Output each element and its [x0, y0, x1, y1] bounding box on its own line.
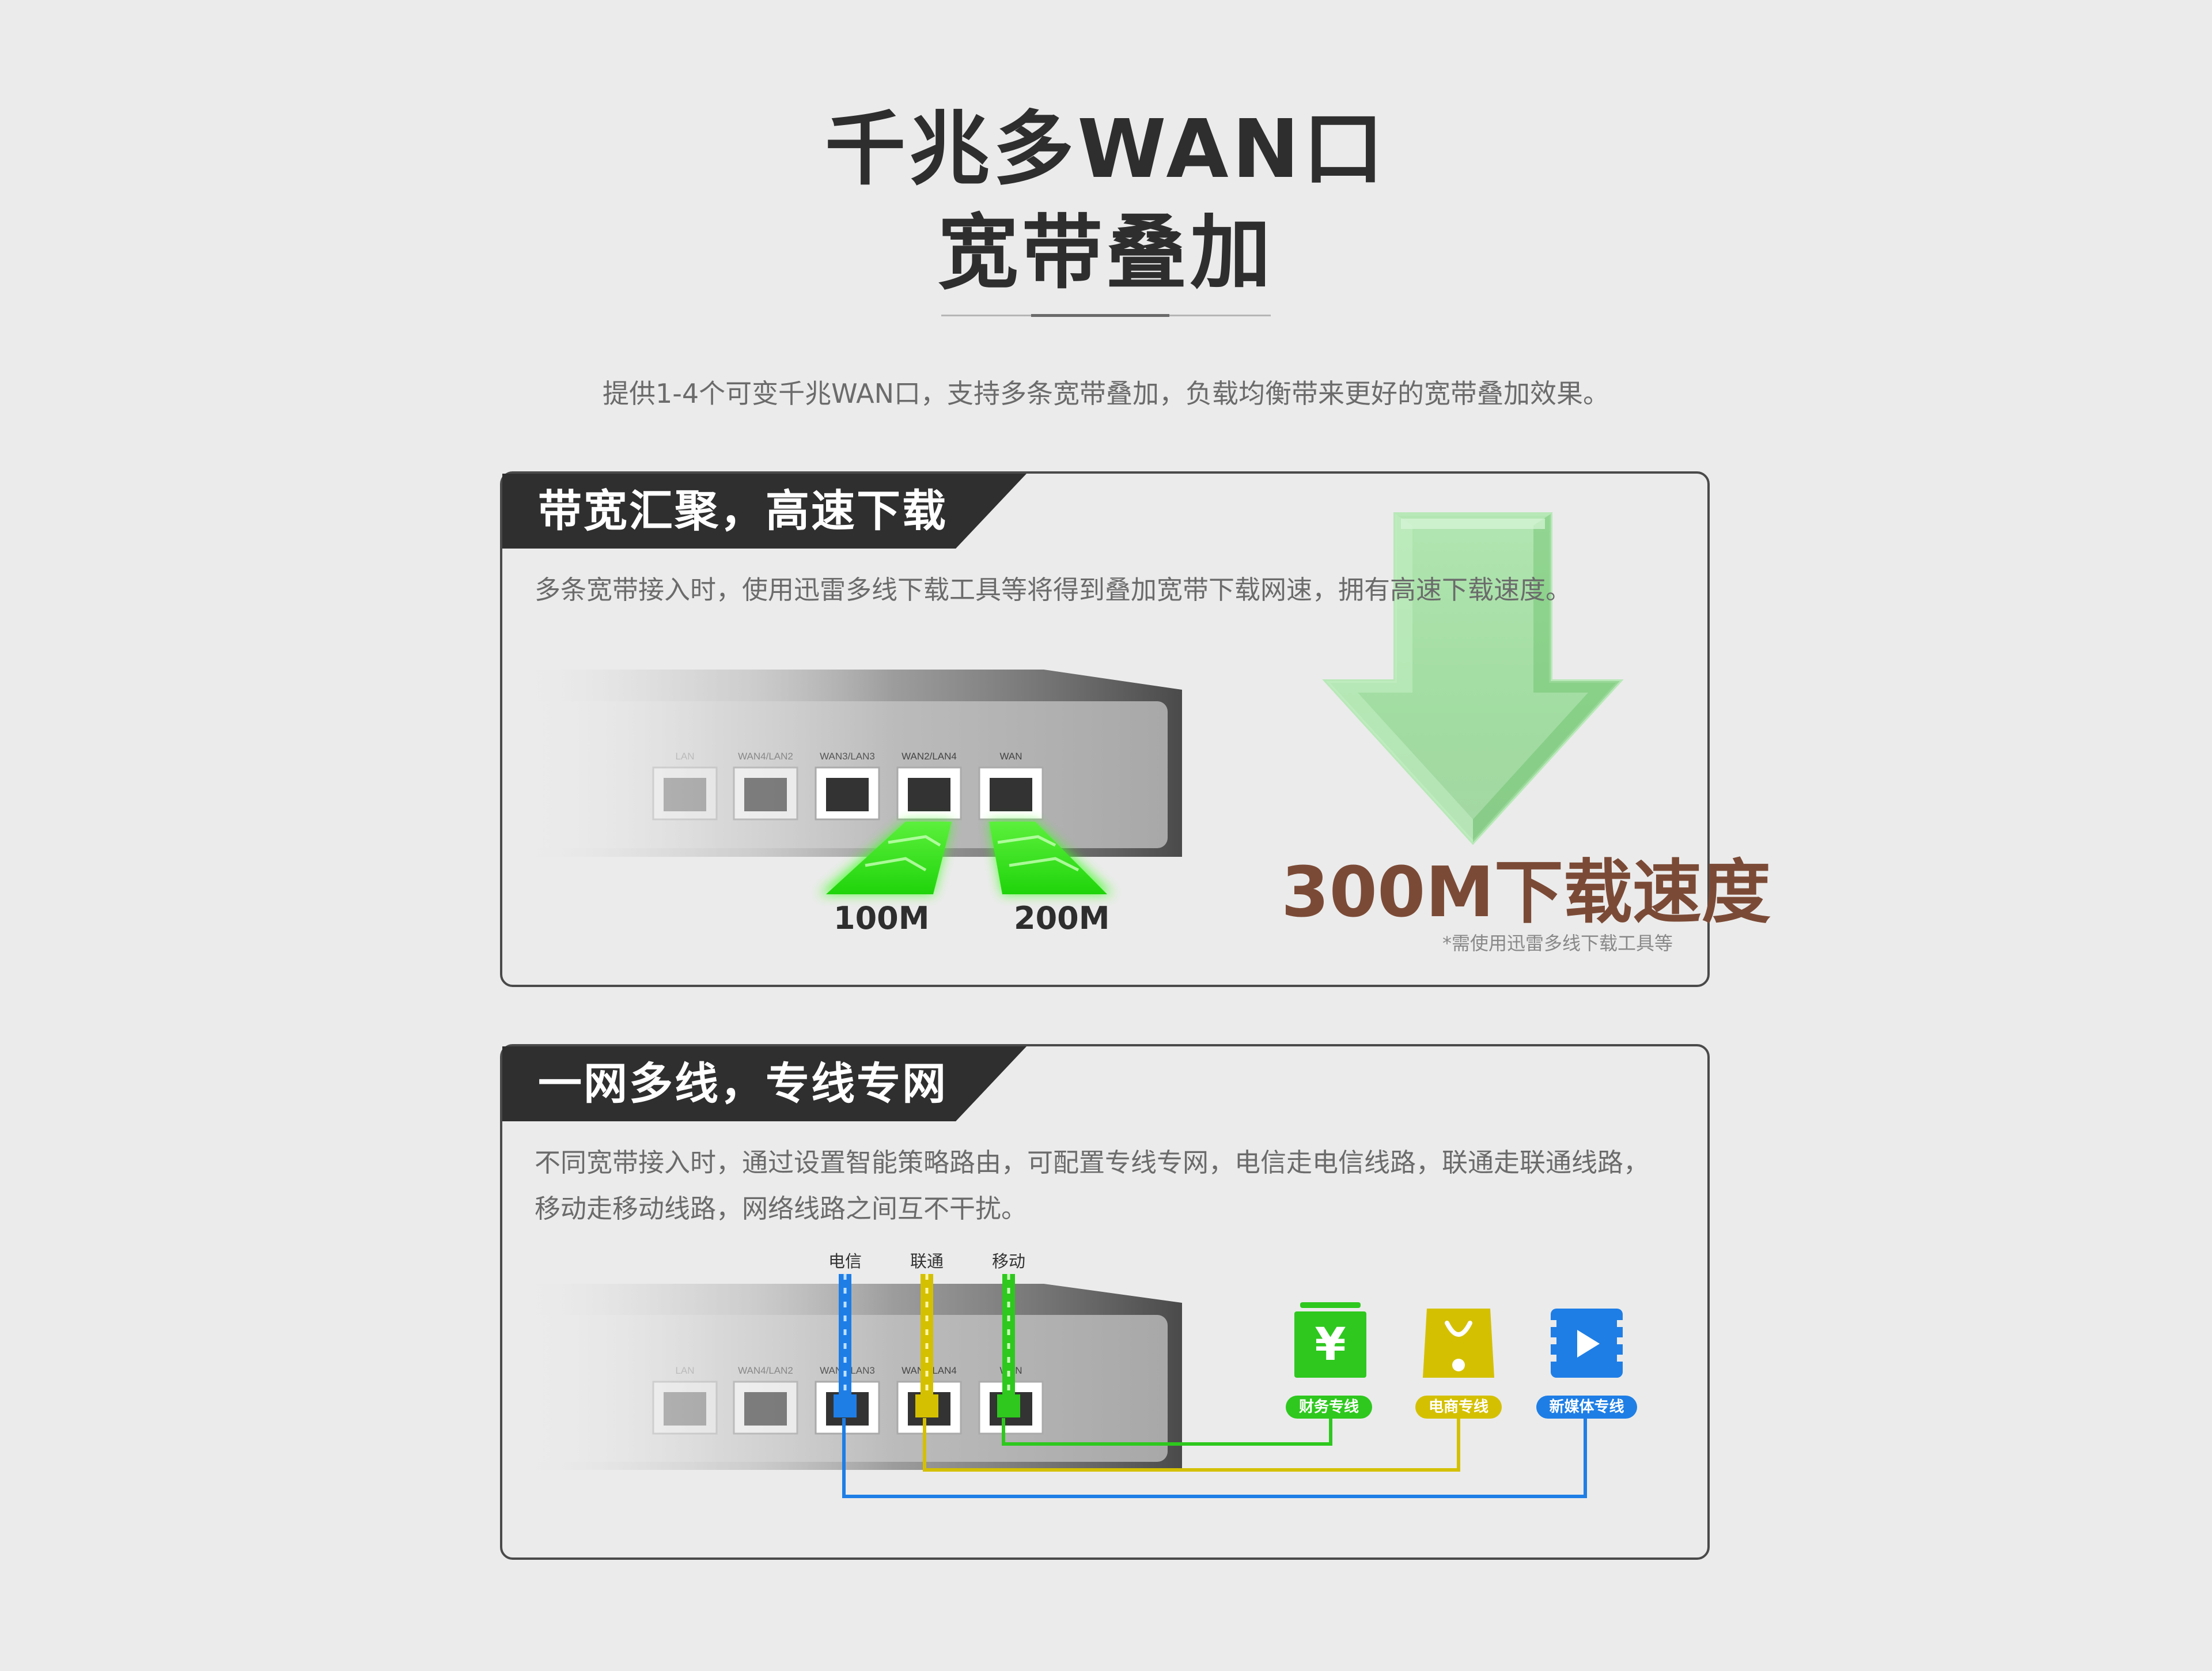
bandwidth-aggregation-panel: LAN WAN4/LAN2 WAN3/LAN3 WAN2/LAN4 WAN 带宽…	[500, 471, 1771, 987]
port-wan4-lan2	[733, 766, 798, 821]
route-ecommerce	[923, 1409, 1460, 1472]
total-speed-note: *需使用迅雷多线下载工具等	[1442, 932, 1673, 954]
port-label-wan2: WAN2/LAN4	[902, 751, 957, 762]
panel2-description-line2: 移动走移动线路，网络线路之间互不干扰。	[535, 1193, 1028, 1224]
panel2-description: 不同宽带接入时，通过设置智能策略路由，可配置专线专网，电信走电信线路，联通走联通…	[535, 1140, 1687, 1232]
port-lan	[652, 1381, 718, 1435]
beam-100m	[819, 822, 952, 894]
port-wan2-lan4	[896, 766, 962, 821]
beam-200m	[989, 822, 1113, 894]
isp-label-liantong: 联通	[910, 1252, 944, 1271]
finance-icon	[1294, 1302, 1366, 1378]
yuan-icon: ¥	[1315, 1319, 1346, 1371]
isp-label-dianxin: 电信	[828, 1252, 862, 1271]
aggregation-scene: LAN WAN4/LAN2 WAN3/LAN3 WAN2/LAN4 WAN	[520, 512, 1624, 894]
port-label-wan: WAN	[999, 751, 1022, 762]
ecommerce-pill	[1415, 1396, 1502, 1419]
page-subtitle: 提供1-4个可变千兆WAN口，支持多条宽带叠加，负载均衡带来更好的宽带叠加效果。	[603, 378, 1609, 409]
port-label-lan: LAN	[675, 1365, 694, 1376]
page-title-line2: 宽带叠加	[937, 206, 1274, 300]
port-label-lan: LAN	[675, 751, 694, 762]
dedicated-line-panel: LAN WAN4/LAN2 WAN3/LAN3 WAN2/LAN4 WAN	[500, 1044, 1710, 1560]
title-divider-accent	[1031, 314, 1169, 317]
router-ports	[652, 766, 1044, 821]
route-finance	[1002, 1409, 1332, 1446]
port-wan	[978, 766, 1044, 821]
route-newmedia	[842, 1409, 1587, 1498]
panel2-tab	[502, 1046, 1027, 1121]
label-newmedia-line: 新媒体专线	[1549, 1398, 1624, 1416]
shopping-bag-icon	[1423, 1309, 1494, 1378]
port-lan	[652, 766, 718, 821]
port-label-wan4: WAN4/LAN2	[738, 1365, 793, 1376]
port-wan3-lan3	[815, 766, 880, 821]
dedicated-line-scene: LAN WAN4/LAN2 WAN3/LAN3 WAN2/LAN4 WAN	[520, 1274, 1637, 1498]
speed-label-100m: 100M	[834, 900, 930, 936]
port-label-wan3: WAN3/LAN3	[820, 751, 875, 762]
total-speed-label: 300M下载速度	[1281, 853, 1771, 933]
port-wan4-lan2	[733, 1381, 798, 1435]
finance-pill	[1286, 1396, 1372, 1419]
panel1-tab	[502, 474, 1027, 549]
panel2-tab-title: 一网多线，专线专网	[538, 1058, 948, 1109]
video-play-icon	[1551, 1309, 1623, 1378]
isp-label-yidong: 移动	[991, 1252, 1025, 1271]
label-ecommerce-line: 电商专线	[1428, 1398, 1488, 1416]
download-arrow-icon	[1322, 512, 1624, 845]
panel1-description: 多条宽带接入时，使用迅雷多线下载工具等将得到叠加宽带下载网速，拥有高速下载速度。	[535, 574, 1572, 605]
label-finance-line: 财务专线	[1298, 1398, 1359, 1416]
panel2-description-line1: 不同宽带接入时，通过设置智能策略路由，可配置专线专网，电信走电信线路，联通走联通…	[535, 1147, 1650, 1178]
page-title-line1: 千兆多WAN口	[825, 103, 1387, 196]
port-label-wan4: WAN4/LAN2	[738, 751, 793, 762]
speed-label-200m: 200M	[1014, 900, 1110, 936]
panel1-tab-title: 带宽汇聚，高速下载	[538, 485, 948, 536]
newmedia-pill	[1536, 1396, 1637, 1419]
